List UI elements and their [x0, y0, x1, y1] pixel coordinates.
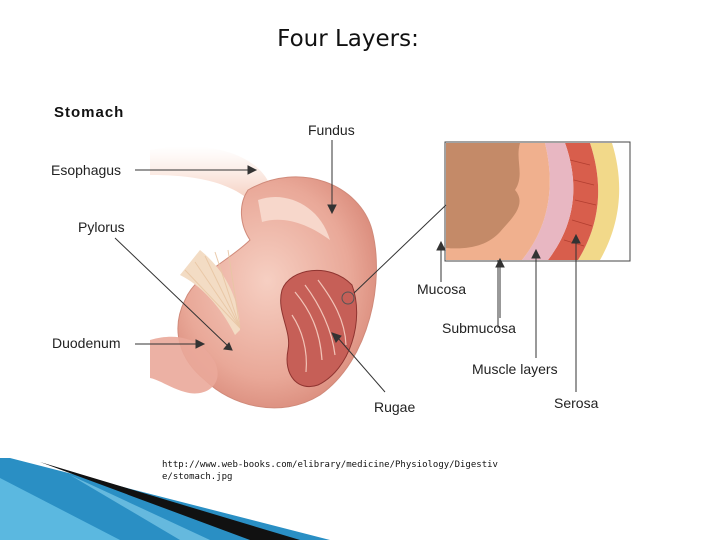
stomach-illustration — [150, 146, 377, 409]
source-url: http://www.web-books.com/elibrary/medici… — [162, 460, 498, 482]
muscle-layer — [548, 143, 599, 260]
mucosa-inner — [446, 143, 520, 249]
serosa-layer — [578, 143, 620, 260]
pylorus-fan-lines — [184, 249, 241, 329]
pylorus-fan — [180, 250, 240, 335]
layer-zoom-circle — [341, 291, 355, 305]
label-serosa: Serosa — [554, 395, 599, 411]
submucosa-layer — [522, 143, 574, 260]
corner-decoration — [0, 458, 330, 540]
label-stomach-heading: Stomach — [54, 104, 124, 121]
label-pylorus: Pylorus — [78, 219, 125, 235]
label-rugae: Rugae — [374, 399, 415, 415]
muscle-texture — [563, 159, 597, 247]
label-muscle-layers: Muscle layers — [472, 361, 558, 377]
label-submucosa: Submucosa — [442, 320, 516, 336]
esophagus-tube — [150, 146, 270, 205]
slide-title: Four Layers: — [277, 26, 419, 52]
label-esophagus: Esophagus — [51, 162, 121, 178]
upper-fold — [258, 196, 330, 240]
label-mucosa: Mucosa — [417, 281, 466, 297]
rugae-folds — [291, 279, 347, 373]
cutaway-rugae — [280, 269, 358, 387]
label-fundus: Fundus — [308, 122, 355, 138]
leader-lines — [114, 140, 581, 393]
label-duodenum: Duodenum — [52, 335, 121, 351]
layers-inset — [444, 141, 631, 262]
duodenum-tube — [150, 336, 218, 394]
